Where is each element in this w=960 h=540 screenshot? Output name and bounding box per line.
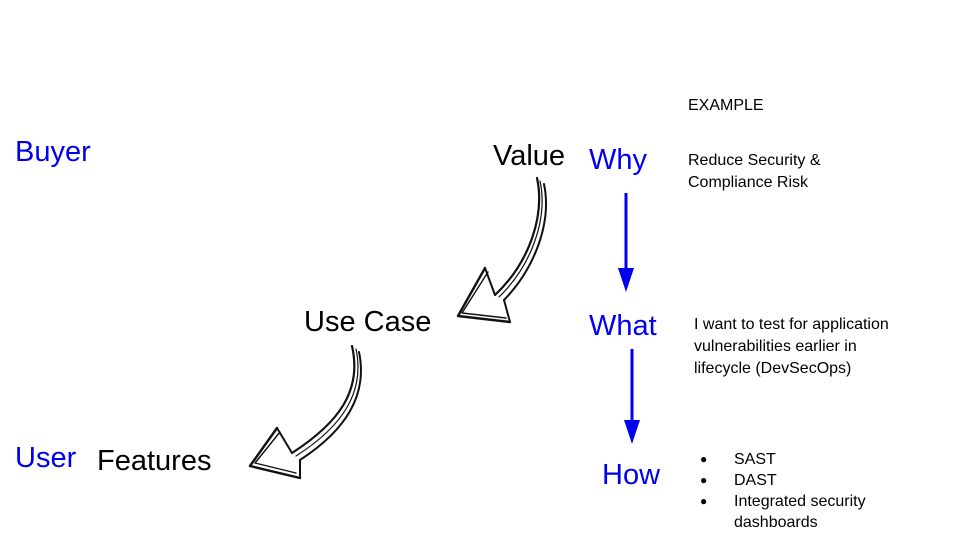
use-case-label: Use Case <box>304 306 432 338</box>
why-example-line2: Compliance Risk <box>688 174 809 191</box>
list-item: SAST <box>700 449 914 470</box>
list-item: Integrated security dashboards <box>700 491 914 533</box>
blue-down-arrow-icon <box>624 349 640 444</box>
what-example-line3: lifecycle (DevSecOps) <box>694 360 852 377</box>
hand-drawn-curved-arrow-icon <box>248 344 362 480</box>
buyer-label: Buyer <box>15 136 91 168</box>
user-label: User <box>15 442 77 474</box>
how-label: How <box>602 459 661 491</box>
value-label: Value <box>493 140 566 172</box>
features-label: Features <box>97 445 212 477</box>
list-item: DAST <box>700 470 914 491</box>
why-label: Why <box>589 144 647 176</box>
why-example-line1: Reduce Security & <box>688 152 821 169</box>
example-heading: EXAMPLE <box>688 97 764 114</box>
how-example-list: SAST DAST Integrated security dashboards <box>700 449 914 533</box>
what-label: What <box>589 310 657 342</box>
hand-drawn-curved-arrow-icon <box>456 176 547 324</box>
blue-down-arrow-icon <box>618 193 634 292</box>
what-example-line1: I want to test for application <box>694 316 889 333</box>
what-example-line2: vulnerabilities earlier in <box>694 338 857 355</box>
